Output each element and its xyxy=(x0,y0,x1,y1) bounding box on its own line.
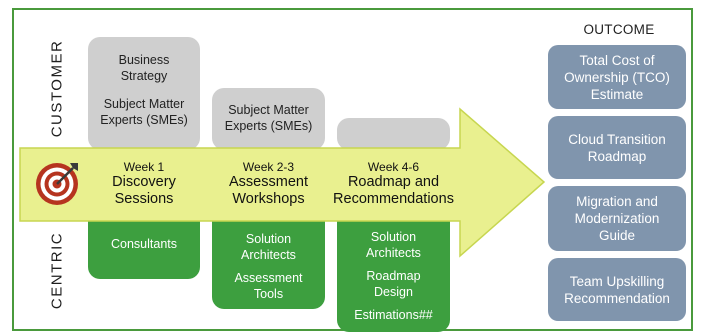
outcome-line: Estimate xyxy=(590,86,644,102)
phase-week2-3: Week 2-3 Assessment Workshops xyxy=(212,160,325,208)
column3-top-box xyxy=(337,118,450,150)
column1-top-line: Experts (SMEs) xyxy=(100,113,188,127)
column1-bottom-text: Consultants xyxy=(88,236,200,252)
column1-top-line: Business xyxy=(118,53,170,67)
outcome-title: OUTCOME xyxy=(583,22,655,37)
column3-bottom-line: Design xyxy=(374,285,413,299)
column1-top-line: Subject Matter xyxy=(103,97,185,111)
column3-bottom-line: Solution xyxy=(370,230,417,244)
outcome-line: Guide xyxy=(598,228,635,243)
outcome-migration-guide: Migration and Modernization Guide xyxy=(548,186,686,251)
column3-bottom-box xyxy=(337,205,450,332)
outcome-line: Team Upskilling xyxy=(569,273,665,289)
outcome-cloud-roadmap: Cloud Transition Roadmap xyxy=(548,116,686,179)
outcome-team-upskilling: Team Upskilling Recommendation xyxy=(548,258,686,321)
column2-bottom-line: Tools xyxy=(253,287,284,301)
column3-bottom-text: Solution Architects Roadmap Design Estim… xyxy=(337,229,450,323)
outcome-tco-estimate: Total Cost of Ownership (TCO) Estimate xyxy=(548,45,686,109)
outcome-line: Total Cost of xyxy=(579,52,655,68)
outcome-line: Ownership (TCO) xyxy=(564,69,670,85)
column1-top-line: Strategy xyxy=(120,69,168,83)
column2-bottom-line: Assessment xyxy=(234,271,303,285)
outcome-line: Recommendation xyxy=(564,290,670,306)
phase-title: Assessment xyxy=(229,174,308,190)
column2-top-line: Subject Matter xyxy=(228,103,309,117)
phase-week4-6: Week 4-6 Roadmap and Recommendations xyxy=(322,160,465,208)
column2-bottom-line: Solution xyxy=(245,232,292,246)
phase-week1: Week 1 Discovery Sessions xyxy=(88,160,200,208)
phase-title: Roadmap and xyxy=(347,174,440,190)
phase-title: Workshops xyxy=(232,191,305,207)
phase-title: Sessions xyxy=(114,191,174,207)
outcome-line: Migration and xyxy=(576,194,658,209)
phase-title: Discovery xyxy=(112,174,176,190)
target-icon xyxy=(36,163,78,205)
column2-bottom-text: Solution Architects Assessment Tools xyxy=(212,231,325,302)
outcome-line: Cloud Transition xyxy=(568,131,666,147)
outcome-line: Roadmap xyxy=(587,148,647,164)
arrow-shape xyxy=(19,107,546,258)
column2-bottom-box xyxy=(212,205,325,309)
column2-bottom-line: Architects xyxy=(241,248,296,262)
column1-top-text: Business Strategy Subject Matter Experts… xyxy=(88,52,200,128)
week-label: Week 4-6 xyxy=(367,160,420,174)
outcome-line: Modernization xyxy=(574,211,660,226)
week-label: Week 1 xyxy=(123,160,165,174)
phase-title: Recommendations xyxy=(333,191,454,207)
column1-bottom-line: Consultants xyxy=(110,237,177,251)
column3-bottom-line: Estimations## xyxy=(354,308,433,322)
column3-bottom-line: Architects xyxy=(366,246,421,260)
column3-bottom-line: Roadmap xyxy=(366,269,421,283)
column2-top-box xyxy=(212,88,325,150)
column2-top-text: Subject Matter Experts (SMEs) xyxy=(212,102,325,134)
week-label: Week 2-3 xyxy=(242,160,295,174)
column1-top-box xyxy=(88,37,200,150)
column2-top-line: Experts (SMEs) xyxy=(224,119,313,133)
